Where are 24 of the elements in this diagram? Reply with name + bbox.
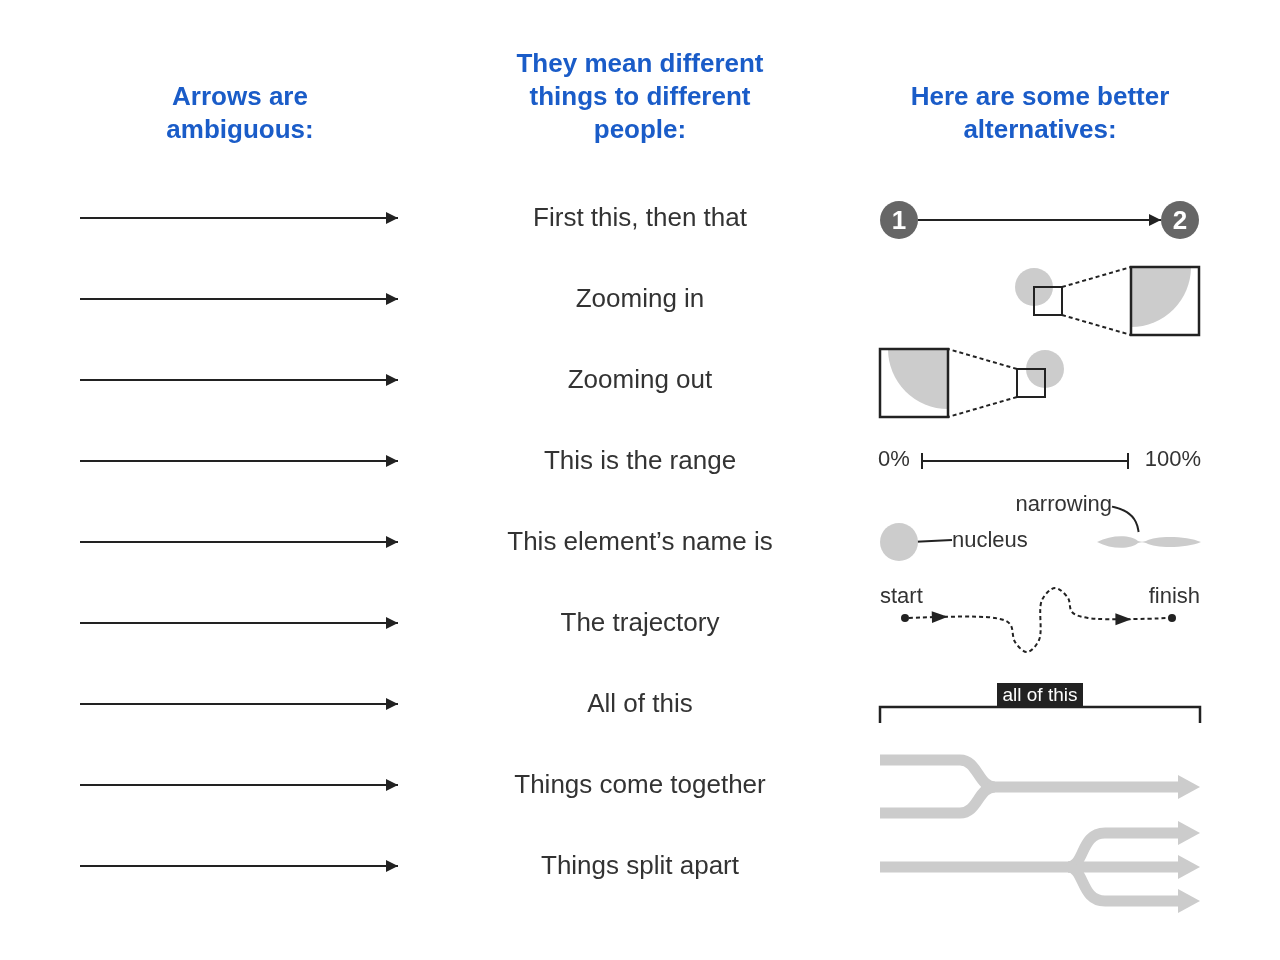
- column-heading: Here are some better alternatives:: [910, 80, 1170, 146]
- nucleus-circle: [880, 523, 918, 561]
- part-label: nucleus: [952, 527, 1028, 553]
- meaning-text: This is the range: [542, 444, 738, 476]
- point-label: start: [880, 583, 923, 609]
- column-heading: They mean different things to different people:: [515, 47, 765, 146]
- meaning-text: Things split apart: [540, 849, 740, 881]
- point-dot: [1168, 614, 1176, 622]
- step-number: 1: [880, 201, 918, 239]
- meaning-text: Zooming in: [574, 282, 706, 314]
- point-label: finish: [1148, 583, 1200, 609]
- step-number: 2: [1161, 201, 1199, 239]
- meaning-text: Zooming out: [566, 363, 714, 395]
- part-label: narrowing: [1000, 491, 1112, 517]
- meaning-text: Things come together: [513, 768, 767, 800]
- point-dot: [901, 614, 909, 622]
- meaning-text: First this, then that: [532, 201, 748, 233]
- meaning-text: This element’s name is: [506, 525, 774, 557]
- range-label: 100%: [1144, 446, 1201, 472]
- meaning-text: All of this: [586, 687, 694, 719]
- meaning-text: The trajectory: [559, 606, 721, 638]
- bracket-label: all of this: [996, 683, 1084, 706]
- range-label: 0%: [878, 446, 910, 472]
- column-heading: Arrows are ambiguous:: [165, 80, 315, 146]
